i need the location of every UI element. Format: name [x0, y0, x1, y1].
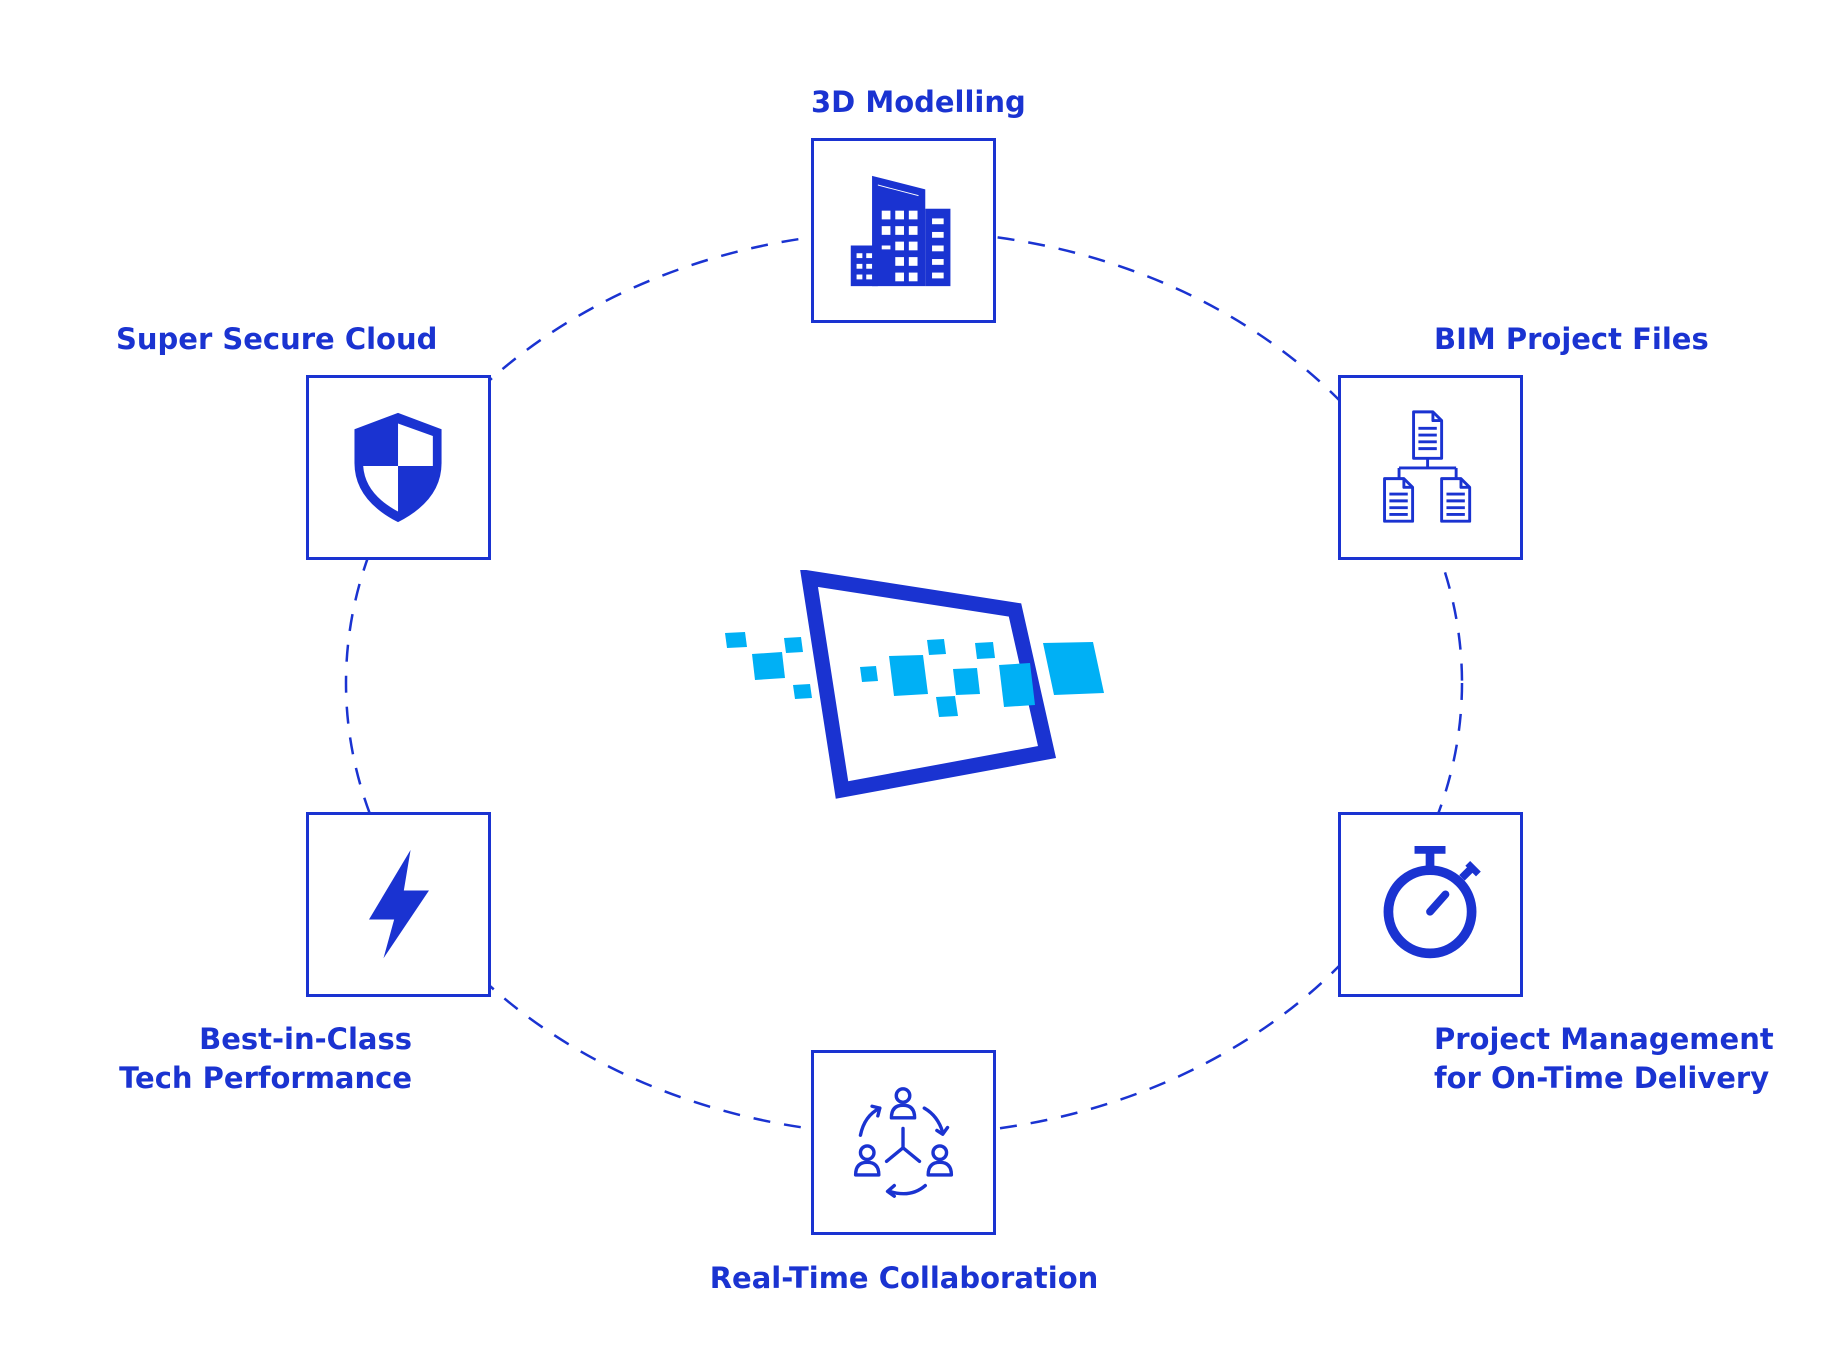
project-management-node[interactable]	[1338, 812, 1523, 997]
modelling-node[interactable]	[811, 138, 996, 323]
collaboration-node[interactable]	[811, 1050, 996, 1235]
performance-label: Best-in-Class Tech Performance	[119, 1022, 412, 1095]
cloud-label: Super Secure Cloud	[116, 322, 438, 356]
stopwatch-icon	[1383, 845, 1481, 959]
performance-node[interactable]	[306, 812, 491, 997]
bim-label: BIM Project Files	[1434, 322, 1709, 356]
team-cycle-icon	[853, 1087, 954, 1198]
pixel-frame-logo	[725, 570, 1104, 799]
buildings-icon	[850, 175, 951, 287]
shield-icon	[354, 412, 442, 523]
project-management-label: Project Management for On-Time Delivery	[1434, 1022, 1774, 1095]
modelling-label: 3D Modelling	[811, 85, 1026, 119]
bim-node[interactable]	[1338, 375, 1523, 560]
cloud-node[interactable]	[306, 375, 491, 560]
file-hierarchy-icon	[1383, 410, 1472, 523]
collaboration-label: Real-Time Collaboration	[709, 1261, 1099, 1295]
lightning-icon	[368, 849, 429, 959]
